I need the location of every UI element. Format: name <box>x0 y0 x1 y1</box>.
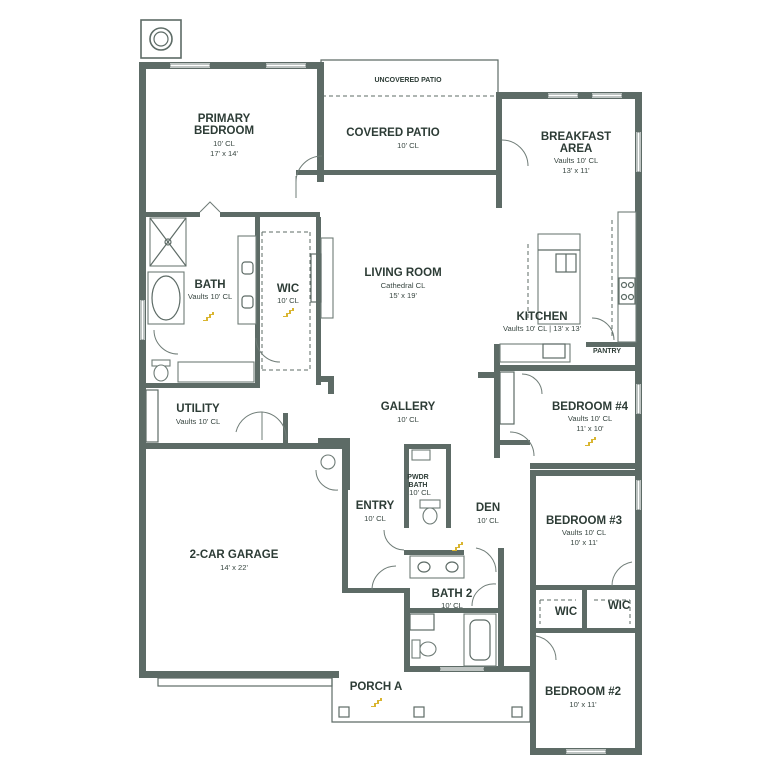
pwdr-bath-ceiling: 10' CL <box>409 488 431 497</box>
bedroom4-ceiling: Vaults 10' CL <box>568 414 612 423</box>
primary-bedroom-label-1: PRIMARY <box>198 113 251 125</box>
breakfast-area-label-2: AREA <box>560 143 593 155</box>
bath2-ceiling: 10' CL <box>441 601 463 610</box>
bedroom4-size: 11' x 10' <box>576 424 604 433</box>
living-room-size: 15' x 19' <box>389 291 417 300</box>
pwdr-bath-label-2: BATH <box>409 482 428 489</box>
windows <box>140 63 641 754</box>
den-label: DEN <box>476 502 500 514</box>
stair-step-icon <box>283 308 294 317</box>
stair-step-icon <box>203 312 214 321</box>
entry-label: ENTRY <box>356 500 395 512</box>
porch-label: PORCH A <box>350 681 403 693</box>
bedroom2-label: BEDROOM #2 <box>545 686 621 698</box>
bedroom4-label: BEDROOM #4 <box>552 401 629 413</box>
pwdr-bath-label-1: PWDR <box>407 474 428 481</box>
room-labels: UNCOVERED PATIO COVERED PATIO 10' CL PRI… <box>176 77 630 709</box>
uncovered-patio-outline <box>320 59 499 97</box>
primary-bedroom-size: 17' x 14' <box>210 149 238 158</box>
covered-patio-label: COVERED PATIO <box>346 127 440 139</box>
circle-vent-icon <box>140 19 182 59</box>
utility-ceiling: Vaults 10' CL <box>176 417 220 426</box>
primary-bedroom-label-2: BEDROOM <box>194 125 254 137</box>
kitchen-ceiling: Vaults 10' CL | 13' x 13' <box>503 324 582 333</box>
bedroom3-size: 10' x 11' <box>570 538 598 547</box>
breakfast-area-label-1: BREAKFAST <box>541 131 611 143</box>
door-swings <box>153 139 633 661</box>
wic-a-label: WIC <box>555 606 577 618</box>
breakfast-area-ceiling: Vaults 10' CL <box>554 156 598 165</box>
stair-step-icon <box>452 542 463 551</box>
living-room-ceiling: Cathedral CL <box>381 281 426 290</box>
pantry-label: PANTRY <box>593 348 621 355</box>
gallery-label: GALLERY <box>381 401 436 413</box>
stair-step-icon <box>371 698 382 707</box>
bath-ceiling: Vaults 10' CL <box>188 292 232 301</box>
wic-primary-ceiling: 10' CL <box>277 296 299 305</box>
wic-primary-label: WIC <box>277 283 299 295</box>
interior-walls <box>146 212 642 633</box>
bedroom3-label: BEDROOM #3 <box>546 515 622 527</box>
gallery-ceiling: 10' CL <box>397 415 419 424</box>
living-room-label: LIVING ROOM <box>364 267 441 279</box>
bath-label: BATH <box>194 279 225 291</box>
bedroom3-ceiling: Vaults 10' CL <box>562 528 606 537</box>
garage-size: 14' x 22' <box>220 563 248 572</box>
entry-ceiling: 10' CL <box>364 514 386 523</box>
uncovered-patio-label: UNCOVERED PATIO <box>374 77 442 84</box>
kitchen-label: KITCHEN <box>516 311 567 323</box>
utility-label: UTILITY <box>176 403 220 415</box>
stair-step-icons <box>203 308 596 707</box>
primary-bedroom-ceiling: 10' CL <box>213 139 235 148</box>
garage-label: 2-CAR GARAGE <box>190 549 279 561</box>
breakfast-area-size: 13' x 11' <box>562 166 590 175</box>
den-ceiling: 10' CL <box>477 516 499 525</box>
bath2-label: BATH 2 <box>432 588 473 600</box>
covered-patio-ceiling: 10' CL <box>397 141 419 150</box>
bedroom2-size: 10' x 11' <box>569 700 597 709</box>
wic-b-label: WIC <box>608 600 630 612</box>
fixtures <box>145 211 637 723</box>
stair-step-icon <box>585 437 596 446</box>
